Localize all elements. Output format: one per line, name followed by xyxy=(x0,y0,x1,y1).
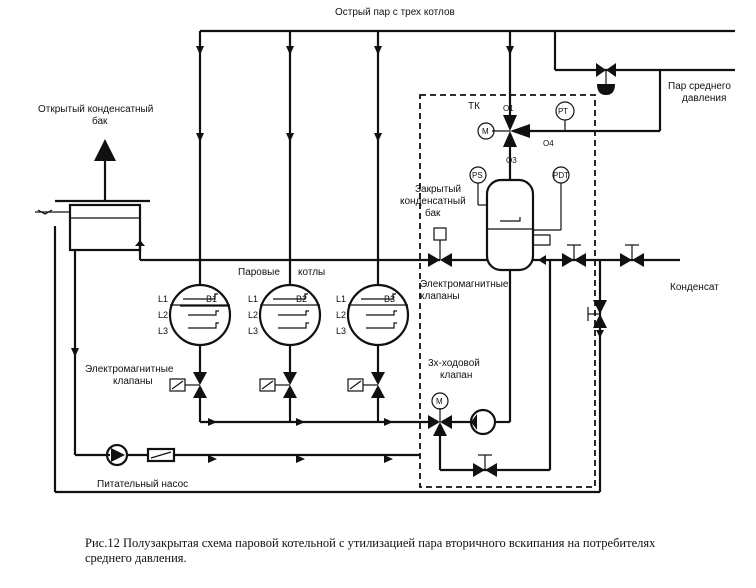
label-boilers-2: котлы xyxy=(298,267,325,278)
label-closed-tank-3: бак xyxy=(425,207,441,219)
boiler-valves xyxy=(169,372,385,398)
boiler-b2-level-1: L1 xyxy=(248,294,258,304)
label-boilers-1: Паровые xyxy=(238,267,280,278)
boiler-b2-name: B2 xyxy=(296,294,307,304)
label-condensate: Конденсат xyxy=(670,282,719,293)
label-em-valves-right-1: Электромагнитные xyxy=(420,279,509,290)
label-em-valves-left-1: Электромагнитные xyxy=(85,364,174,375)
label-o1: О1 xyxy=(503,104,514,113)
label-pdt: PDT xyxy=(553,171,569,180)
label-feed-pump: Питательный насос xyxy=(97,479,188,490)
label-medium-steam-2: давления xyxy=(682,93,726,104)
feed-water-line xyxy=(75,443,420,467)
boiler-b2 xyxy=(258,283,322,422)
boiler-b3-level-2: L2 xyxy=(336,310,346,320)
label-m-top: М xyxy=(482,127,489,136)
label-three-way-1: 3х-ходовой xyxy=(428,358,480,369)
steam-header-pipes xyxy=(198,29,735,285)
flow-arrows xyxy=(196,46,514,142)
blowdown-collector xyxy=(200,420,430,424)
label-three-way-2: клапан xyxy=(440,370,472,381)
boiler-b3-level-1: L1 xyxy=(336,294,346,304)
label-o3: О3 xyxy=(506,156,517,165)
boiler-b1-level-3: L3 xyxy=(158,326,168,336)
tank-outlet xyxy=(469,270,512,436)
label-tk: ТК xyxy=(468,101,480,112)
label-open-tank-1: Открытый конденсатный xyxy=(38,104,153,115)
boiler-b3 xyxy=(346,283,410,422)
closed-condensate-tank xyxy=(469,166,570,272)
condensate-line xyxy=(533,244,680,338)
label-medium-steam-1: Пар среднего xyxy=(668,81,731,92)
three-way-valve-top xyxy=(477,101,575,180)
boiler-b2-level-2: L2 xyxy=(248,310,258,320)
label-closed-tank-2: конденсатный xyxy=(400,196,466,207)
em-valve-closed-tank xyxy=(428,227,487,267)
label-open-tank-2: бак xyxy=(92,115,108,127)
label-em-valves-left-2: клапаны xyxy=(113,376,153,387)
reducing-valve xyxy=(596,63,616,95)
boiler-b1 xyxy=(168,283,232,422)
boiler-b3-level-3: L3 xyxy=(336,326,346,336)
label-live-steam: Острый пар с трех котлов xyxy=(335,7,455,18)
boiler-b1-level-1: L1 xyxy=(158,294,168,304)
label-m-bottom: М xyxy=(436,397,443,406)
label-em-valves-right-2: клапаны xyxy=(420,291,460,302)
three-way-valve-bottom xyxy=(428,260,552,477)
boiler-b3-name: B3 xyxy=(384,294,395,304)
boiler-b2-level-3: L3 xyxy=(248,326,258,336)
return-pipes xyxy=(53,226,602,494)
boiler-b1-name: B1 xyxy=(206,294,217,304)
figure-caption: Рис.12 Полузакрытая схема паровой котель… xyxy=(85,536,656,565)
tk-boundary xyxy=(419,94,596,488)
label-ps: PS xyxy=(472,171,483,180)
open-condensate-tank xyxy=(35,139,440,262)
boiler-b1-level-2: L2 xyxy=(158,310,168,320)
label-o4: О4 xyxy=(543,139,554,148)
label-pt: РТ xyxy=(558,107,568,116)
label-closed-tank-1: Закрытый xyxy=(415,184,461,195)
